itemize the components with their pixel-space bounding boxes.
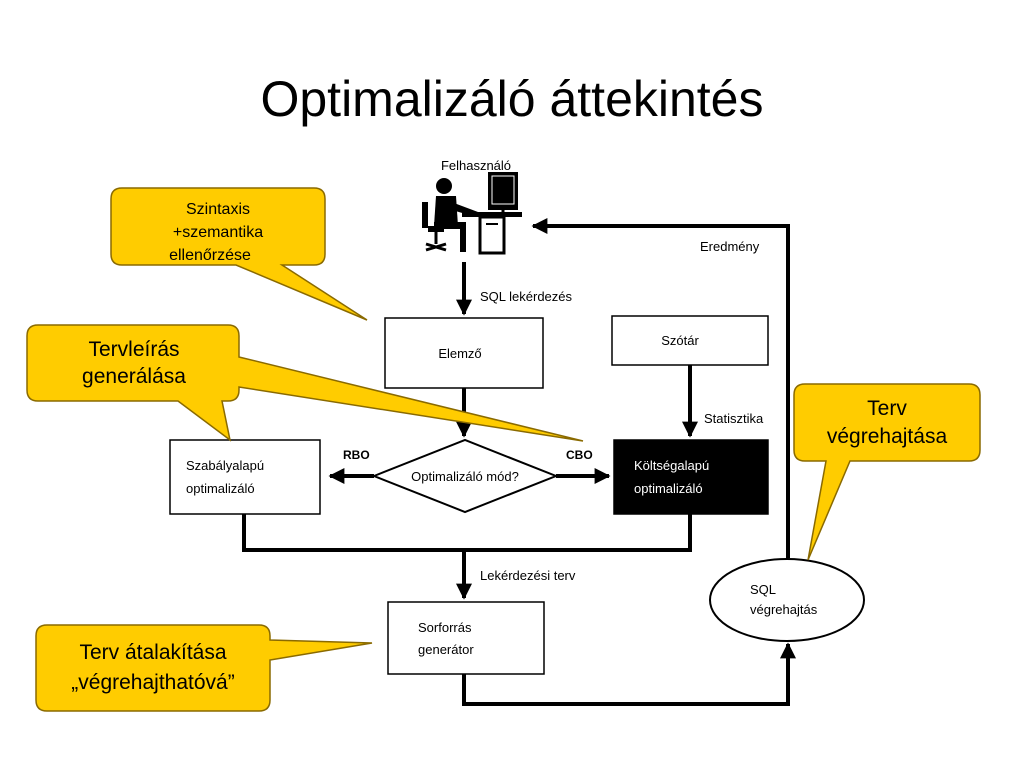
user-icon: [422, 172, 522, 255]
result-label: Eredmény: [700, 239, 760, 254]
callout-plan-transform-line-1: Terv átalakítása: [79, 641, 226, 664]
callout-plan-execution-line-1: Terv: [867, 397, 907, 420]
execution-label-2: végrehajtás: [750, 602, 818, 617]
slide-title: Optimalizáló áttekintés: [260, 71, 764, 127]
row-source-generator-box: [387, 601, 545, 675]
flow-lines: [242, 218, 796, 706]
dictionary-label: Szótár: [661, 333, 699, 348]
arrow-result-to-user: [531, 218, 790, 558]
cbo-label: CBO: [566, 448, 593, 462]
callout-syntax: Szintaxis +szemantika ellenőrzése: [110, 187, 368, 321]
rule-based-optimizer-box: [169, 439, 321, 515]
callout-plan-execution: Terv végrehajtása: [793, 383, 981, 561]
rbo-label: RBO: [343, 448, 370, 462]
callout-plan-generation-line-2: generálása: [82, 365, 186, 388]
callout-plan-transform-line-2: „végrehajthatóvá”: [71, 671, 234, 694]
rule-based-label-2: optimalizáló: [186, 481, 255, 496]
rule-based-label-1: Szabályalapú: [186, 458, 264, 473]
row-source-label-2: generátor: [418, 642, 474, 657]
callout-syntax-line-1: Szintaxis: [186, 201, 250, 218]
callout-syntax-line-2: +szemantika: [173, 224, 263, 241]
callout-plan-transform: Terv átalakítása „végrehajthatóvá”: [35, 624, 373, 712]
decision-label: Optimalizáló mód?: [411, 469, 519, 484]
arrow-row-source-to-execution: [462, 642, 796, 706]
statistics-label: Statisztika: [704, 411, 764, 426]
callout-plan-execution-line-2: végrehajtása: [827, 425, 948, 448]
optimizer-mode-decision: [371, 438, 559, 514]
callout-plan-generation: Tervleírás generálása: [26, 324, 584, 442]
parser-label: Elemző: [438, 346, 481, 361]
plan-label: Lekérdezési terv: [480, 568, 576, 583]
cost-based-label-2: optimalizáló: [634, 481, 703, 496]
merge-line: [242, 514, 692, 552]
callout-syntax-line-3: ellenőrzése: [169, 247, 251, 264]
dictionary-box: [611, 315, 769, 366]
cost-based-label-1: Költségalapú: [634, 458, 709, 473]
row-source-label-1: Sorforrás: [418, 620, 472, 635]
parser-box: [384, 317, 544, 389]
user-label: Felhasználó: [441, 158, 511, 173]
execution-label-1: SQL: [750, 582, 776, 597]
query-label: SQL lekérdezés: [480, 289, 573, 304]
callout-plan-generation-line-1: Tervleírás: [88, 338, 179, 361]
cost-based-optimizer-box: [613, 439, 769, 515]
sql-execution-node: [709, 558, 865, 642]
